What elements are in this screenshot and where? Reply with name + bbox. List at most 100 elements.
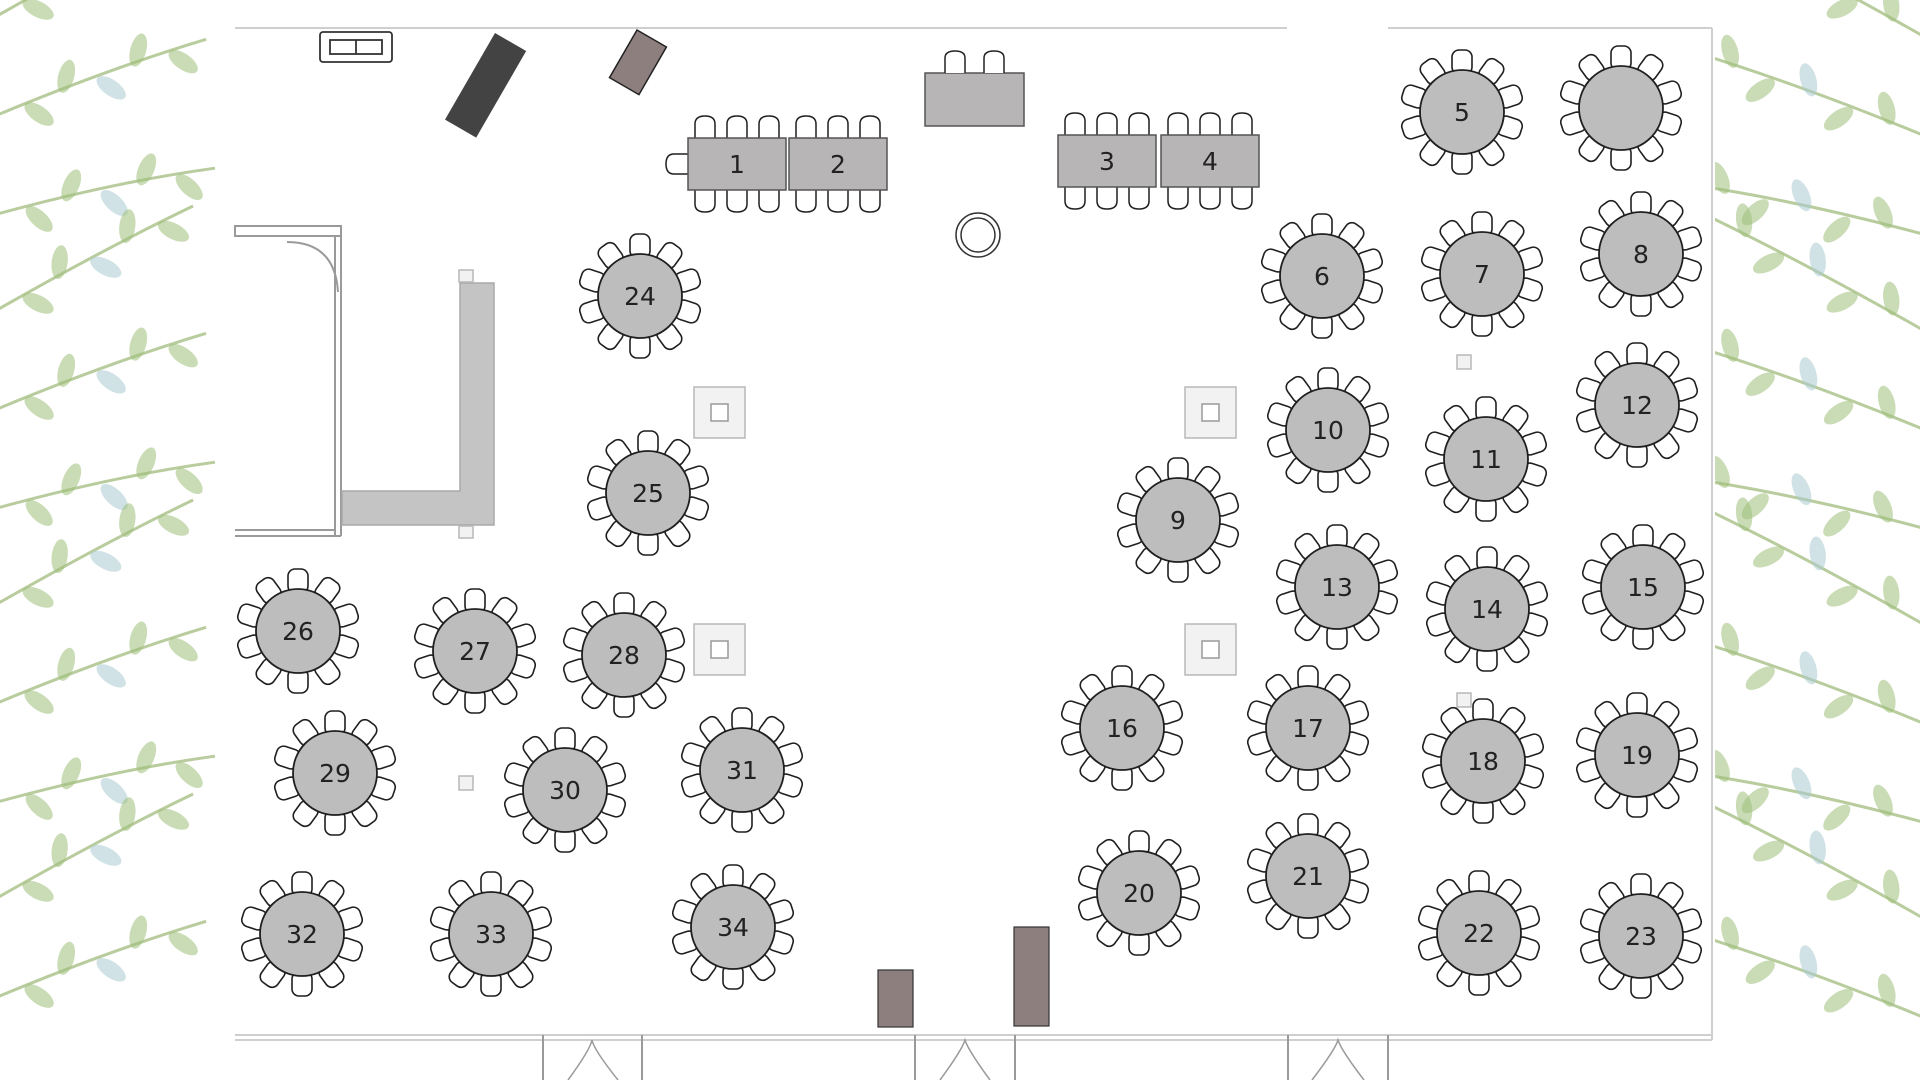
table-number: 21 bbox=[1292, 862, 1324, 891]
table-top bbox=[788, 137, 888, 191]
table-top bbox=[1436, 890, 1522, 976]
round-table[interactable]: 27 bbox=[413, 588, 537, 714]
leaf-icon bbox=[57, 647, 76, 681]
leaf-icon bbox=[57, 941, 76, 975]
table-top bbox=[1265, 833, 1351, 919]
branch bbox=[0, 166, 216, 215]
leaf-icon bbox=[175, 468, 203, 495]
head-table[interactable]: 3 bbox=[1057, 112, 1157, 210]
leaf-icon bbox=[119, 797, 136, 832]
table-top bbox=[1135, 477, 1221, 563]
leaf-icon bbox=[1799, 63, 1818, 97]
round-table[interactable]: 22 bbox=[1417, 870, 1541, 996]
leaf-icon bbox=[136, 741, 157, 774]
chair-icon bbox=[694, 190, 716, 213]
round-table[interactable]: 19 bbox=[1575, 692, 1699, 818]
table-number: 7 bbox=[1474, 260, 1490, 289]
table-top bbox=[1443, 416, 1529, 502]
chair-icon bbox=[1167, 112, 1189, 135]
round-table[interactable]: 23 bbox=[1579, 873, 1703, 999]
table-top bbox=[1079, 685, 1165, 771]
leaf-icon bbox=[1826, 879, 1858, 901]
chair-icon bbox=[726, 190, 748, 213]
round-table[interactable]: 28 bbox=[562, 592, 686, 718]
table-top bbox=[522, 747, 608, 833]
table-top bbox=[1600, 544, 1686, 630]
round-table[interactable]: 29 bbox=[273, 710, 397, 836]
table-number: 12 bbox=[1621, 391, 1653, 420]
leaf-icon bbox=[1883, 575, 1900, 610]
table-top bbox=[690, 884, 776, 970]
door-swing-icon bbox=[939, 1037, 991, 1080]
round-table[interactable]: 34 bbox=[671, 864, 795, 990]
round-table[interactable]: 25 bbox=[586, 430, 710, 556]
branch bbox=[0, 37, 207, 116]
round-table[interactable]: 15 bbox=[1581, 524, 1705, 650]
branch bbox=[1855, 0, 1920, 37]
round-table[interactable]: 14 bbox=[1425, 546, 1549, 672]
leaf-icon bbox=[1721, 622, 1739, 656]
leaf-icon bbox=[1710, 749, 1730, 782]
door-swing-icon bbox=[286, 241, 339, 293]
round-table[interactable]: 20 bbox=[1077, 830, 1201, 956]
head-table[interactable]: 4 bbox=[1160, 112, 1260, 210]
round-table[interactable]: 16 bbox=[1060, 665, 1184, 791]
round-table[interactable] bbox=[1559, 45, 1683, 171]
chair-icon bbox=[758, 115, 780, 138]
leaf-icon bbox=[96, 76, 126, 100]
chair-icon bbox=[827, 115, 849, 138]
table-number: 4 bbox=[1202, 147, 1218, 176]
leaf-icon bbox=[100, 778, 128, 804]
chair-icon bbox=[726, 115, 748, 138]
table-number: 8 bbox=[1633, 240, 1649, 269]
foliage-right-decoration bbox=[1685, 0, 1920, 1018]
leaf-icon bbox=[1710, 455, 1730, 488]
round-table[interactable]: 6 bbox=[1260, 213, 1384, 339]
round-table[interactable]: 13 bbox=[1275, 524, 1399, 650]
table-number: 31 bbox=[726, 756, 758, 785]
round-table[interactable]: 10 bbox=[1266, 367, 1390, 493]
round-table[interactable]: 18 bbox=[1421, 698, 1545, 824]
chair-icon bbox=[758, 190, 780, 213]
table-number: 26 bbox=[282, 617, 314, 646]
leaf-icon bbox=[1799, 651, 1818, 685]
round-table[interactable]: 5 bbox=[1400, 49, 1524, 175]
round-table[interactable]: 33 bbox=[429, 871, 553, 997]
leaf-icon bbox=[1877, 385, 1896, 419]
table-number: 23 bbox=[1625, 922, 1657, 951]
leaf-icon bbox=[129, 327, 148, 361]
round-table[interactable]: 9 bbox=[1116, 457, 1240, 583]
table-number: 10 bbox=[1312, 416, 1344, 445]
room-walls bbox=[235, 27, 1713, 1041]
round-table[interactable]: 32 bbox=[240, 871, 364, 997]
round-table[interactable]: 12 bbox=[1575, 342, 1699, 468]
branch bbox=[0, 625, 207, 704]
round-table[interactable]: 8 bbox=[1579, 191, 1703, 317]
chair-icon bbox=[1128, 187, 1150, 210]
table-number: 1 bbox=[729, 150, 745, 179]
leaf-icon bbox=[1753, 840, 1785, 862]
round-table[interactable]: 26 bbox=[236, 568, 360, 694]
chair-icon bbox=[859, 115, 881, 138]
columns bbox=[458, 269, 1472, 791]
chair-icon bbox=[1096, 187, 1118, 210]
round-table[interactable]: 30 bbox=[503, 727, 627, 853]
round-table[interactable]: 21 bbox=[1246, 813, 1370, 939]
round-table[interactable]: 24 bbox=[578, 233, 702, 359]
leaf-icon bbox=[1745, 372, 1775, 396]
leaf-icon bbox=[90, 550, 122, 572]
head-table[interactable]: 1 bbox=[665, 115, 787, 213]
chair-icon bbox=[1128, 112, 1150, 135]
leaf-icon bbox=[1826, 0, 1858, 19]
chair-icon bbox=[859, 190, 881, 213]
round-table[interactable]: 11 bbox=[1424, 396, 1548, 522]
round-table[interactable]: 17 bbox=[1246, 665, 1370, 791]
leaf-icon bbox=[1799, 945, 1818, 979]
round-table[interactable]: 31 bbox=[680, 707, 804, 833]
column-icon bbox=[1184, 623, 1237, 676]
round-table[interactable]: 7 bbox=[1420, 211, 1544, 337]
leaf-icon bbox=[25, 205, 53, 232]
leaf-icon bbox=[175, 174, 203, 201]
leaf-icon bbox=[96, 370, 126, 394]
head-table[interactable]: 2 bbox=[788, 115, 888, 213]
